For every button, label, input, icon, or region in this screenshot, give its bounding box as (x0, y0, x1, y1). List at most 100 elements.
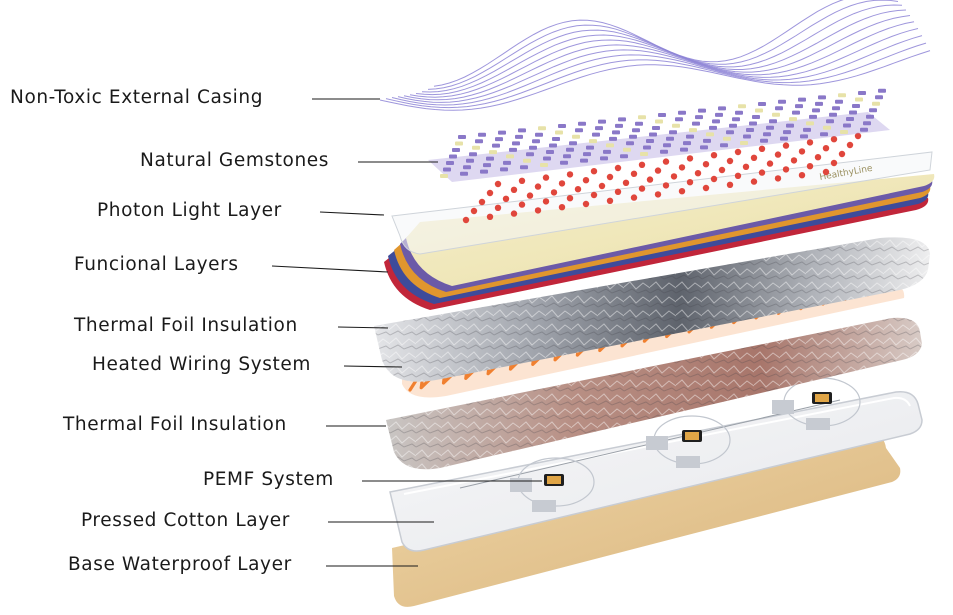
gemstone (812, 108, 820, 113)
gemstone (486, 156, 494, 161)
gemstone (640, 152, 648, 156)
gemstone (600, 156, 608, 161)
gemstone (520, 165, 528, 170)
photon-led (758, 145, 766, 152)
gemstone (798, 97, 806, 102)
gemstone (498, 130, 506, 135)
gemstone (478, 132, 486, 137)
gemstone (723, 136, 731, 141)
gemstone (729, 123, 737, 128)
gemstone (746, 128, 754, 132)
gemstone (549, 143, 557, 148)
gemstone (606, 143, 614, 148)
gemstone (566, 147, 574, 152)
photon-led (630, 194, 638, 201)
gemstone (598, 119, 606, 124)
gemstone (840, 130, 848, 134)
gemstone (752, 115, 760, 119)
gemstone (643, 145, 651, 150)
photon-led (846, 141, 854, 149)
gemstone (706, 132, 714, 137)
photon-led (534, 207, 542, 214)
photon-led (686, 155, 694, 162)
photon-led (694, 170, 702, 177)
gemstone (780, 136, 788, 141)
gemstone (732, 117, 740, 122)
photon-led (774, 151, 782, 158)
gemstone (532, 139, 540, 144)
photon-led (558, 180, 566, 187)
photon-led (494, 180, 502, 188)
photon-led (518, 201, 526, 208)
photon-led (782, 142, 790, 149)
photon-led (486, 189, 494, 197)
photon-led (806, 139, 814, 146)
gemstone (700, 145, 708, 150)
gemstone (869, 108, 877, 113)
pemf-coil (772, 377, 861, 430)
gemstone (872, 101, 880, 106)
photon-led (726, 181, 734, 188)
gemstone (503, 160, 511, 165)
gemstone (460, 171, 468, 176)
gemstone (589, 139, 597, 144)
gemstone (572, 134, 580, 139)
photon-led (638, 161, 646, 168)
photon-led (750, 178, 758, 185)
gemstone (849, 110, 857, 115)
gemstone (560, 160, 568, 165)
gemstone (855, 97, 863, 102)
photon-led (486, 213, 494, 220)
gemstone (832, 106, 840, 111)
photon-led (646, 176, 654, 183)
photon-led (734, 172, 742, 179)
photon-led (654, 167, 662, 174)
gemstone (483, 163, 491, 168)
gemstone (760, 138, 768, 143)
gemstone (875, 95, 883, 100)
gemstone (789, 117, 797, 122)
photon-led (782, 166, 790, 173)
photon-led (542, 174, 550, 181)
gemstone (846, 117, 854, 121)
gemstone (546, 150, 554, 154)
gemstone (860, 127, 868, 132)
photon-led (830, 159, 838, 167)
photon-led (470, 207, 478, 215)
photon-led (606, 173, 614, 181)
photon-led (566, 195, 574, 202)
gemstone (603, 149, 611, 154)
photon-led (734, 148, 742, 156)
label-pemf-system: PEMF System (203, 469, 334, 490)
gemstone (578, 121, 586, 126)
photon-led (574, 186, 582, 193)
gemstone (815, 101, 823, 106)
gemstone (695, 115, 703, 120)
gemstone (769, 119, 777, 124)
gemstone (609, 136, 617, 141)
gemstone (443, 167, 451, 172)
gemstone (795, 104, 803, 109)
gemstone (620, 154, 628, 159)
gemstone (618, 117, 626, 122)
photon-led (526, 192, 534, 199)
gemstone (726, 130, 734, 135)
gemstone (580, 158, 588, 163)
gemstone (672, 123, 680, 128)
photon-led (590, 191, 598, 199)
photon-led (598, 182, 606, 190)
leader-line-foil-top (337, 326, 389, 329)
leader-line-functional (271, 265, 389, 273)
gemstone (449, 154, 457, 159)
photon-led (710, 175, 718, 183)
casing-wave-line (433, 0, 844, 87)
gemstone (740, 141, 748, 145)
label-pressed-cotton: Pressed Cotton Layer (81, 510, 290, 531)
gemstone (852, 104, 860, 108)
pemf-coil (510, 457, 595, 512)
label-photon-light-layer: Photon Light Layer (97, 200, 282, 221)
gemstone (475, 139, 483, 144)
photon-led (766, 160, 774, 167)
photon-led (518, 177, 526, 184)
label-natural-gemstones: Natural Gemstones (140, 150, 330, 171)
